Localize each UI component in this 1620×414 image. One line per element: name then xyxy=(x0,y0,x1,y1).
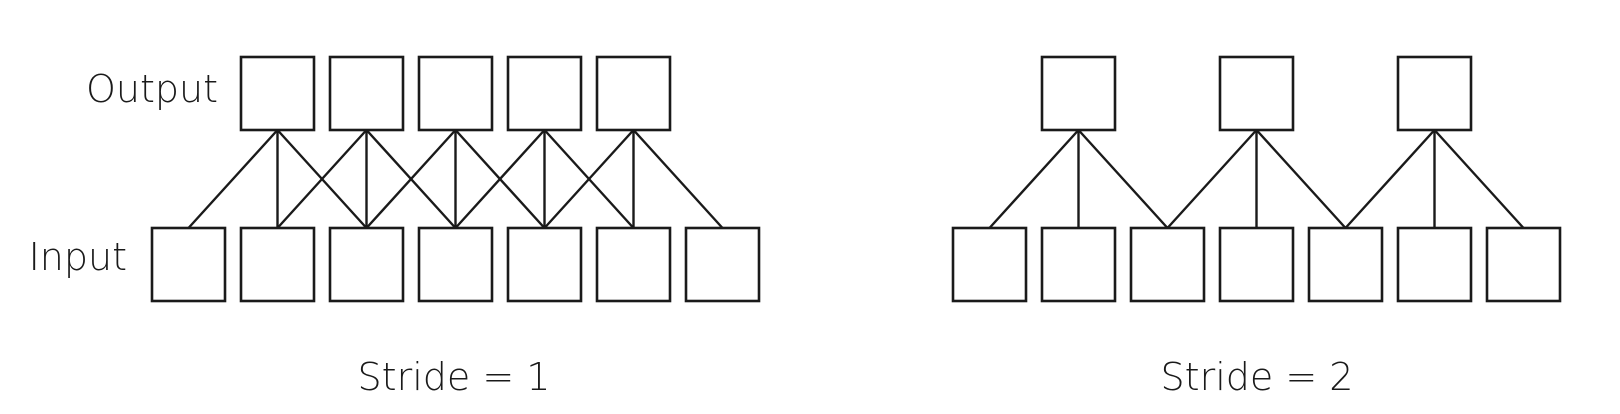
output-row-label: Output xyxy=(86,67,218,111)
input-node xyxy=(1396,226,1473,303)
connection-edge xyxy=(365,128,457,230)
caption-stride-1: Stride = 1 xyxy=(358,355,551,399)
input-node xyxy=(328,226,405,303)
connection-edge xyxy=(543,128,635,230)
caption-stride-2: Stride = 2 xyxy=(1161,355,1354,399)
connection-edge xyxy=(276,128,368,230)
output-node xyxy=(1040,55,1117,132)
output-node xyxy=(1396,55,1473,132)
output-node xyxy=(328,55,405,132)
connection-edge xyxy=(1255,128,1347,230)
input-node xyxy=(595,226,672,303)
connection-edge xyxy=(1344,128,1436,230)
connection-edge xyxy=(187,128,279,230)
input-node xyxy=(1307,226,1384,303)
connection-edge xyxy=(1166,128,1258,230)
input-node xyxy=(1485,226,1562,303)
connection-edge xyxy=(1077,128,1169,230)
input-node xyxy=(951,226,1028,303)
output-node xyxy=(239,55,316,132)
input-node xyxy=(1218,226,1295,303)
input-row-label: Input xyxy=(29,235,127,279)
connection-edge xyxy=(632,128,724,230)
panel-stride-2: Stride = 2 xyxy=(951,55,1562,399)
input-node xyxy=(417,226,494,303)
input-node xyxy=(150,226,227,303)
input-node xyxy=(684,226,761,303)
connection-edge xyxy=(1433,128,1525,230)
output-node xyxy=(595,55,672,132)
connection-edge xyxy=(454,128,546,230)
output-node xyxy=(1218,55,1295,132)
connection-edge xyxy=(988,128,1080,230)
input-node xyxy=(239,226,316,303)
panel-stride-1: Output Input Stride = 1 xyxy=(29,55,761,399)
input-node xyxy=(506,226,583,303)
input-node xyxy=(1129,226,1206,303)
output-node xyxy=(506,55,583,132)
output-node xyxy=(417,55,494,132)
input-node xyxy=(1040,226,1117,303)
